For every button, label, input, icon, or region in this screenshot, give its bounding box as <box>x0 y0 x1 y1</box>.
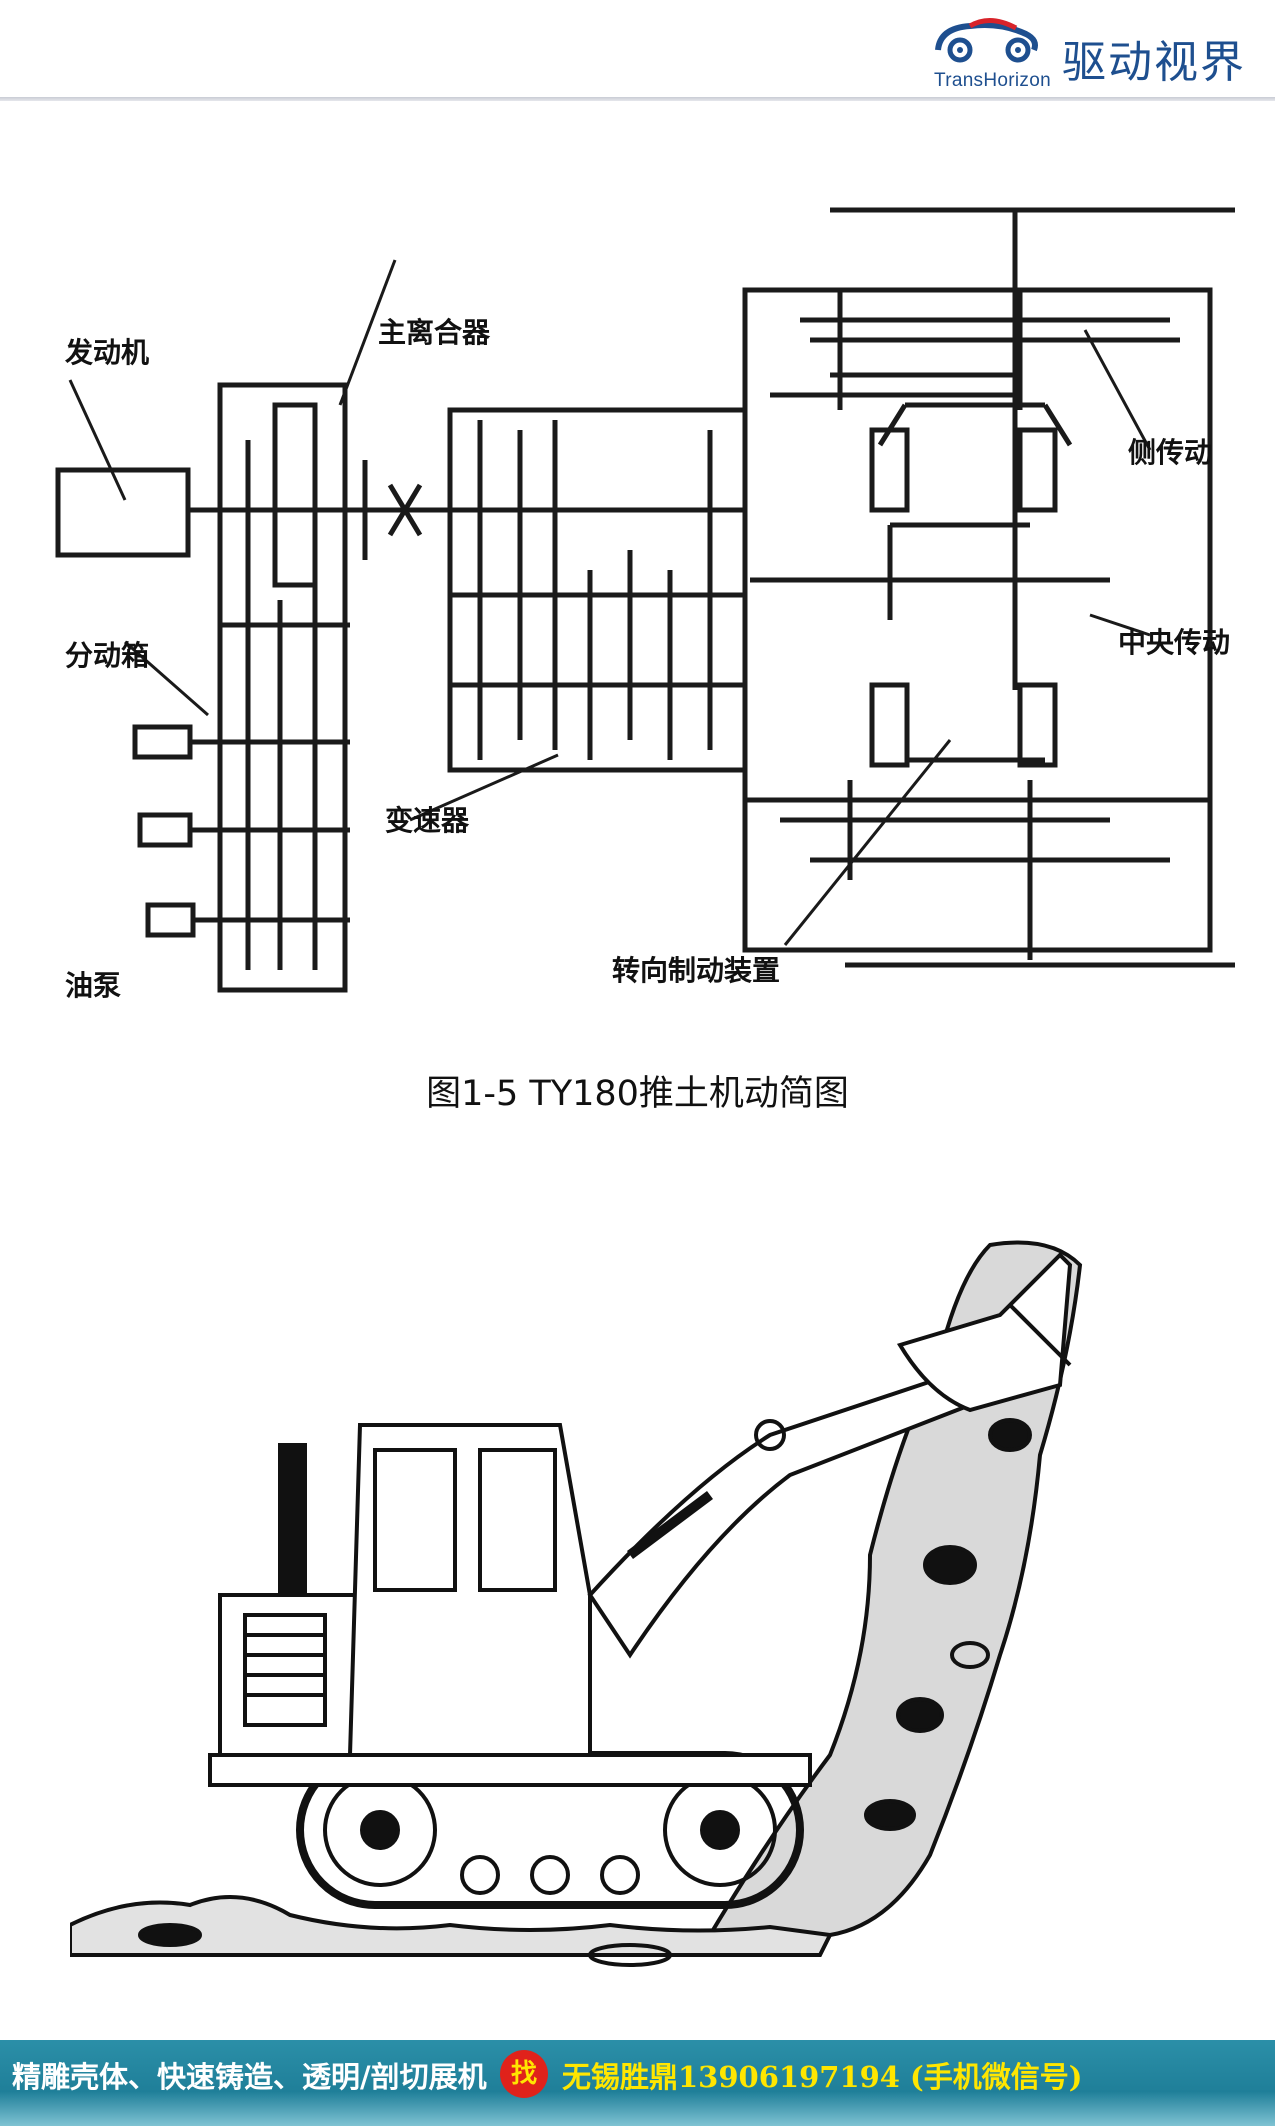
label-engine: 发动机 <box>64 336 149 369</box>
brand-logo[interactable]: TransHorizon 驱动视界 <box>930 12 1270 92</box>
oil-pump-1 <box>132 724 193 760</box>
loader-bucket <box>896 1252 1073 1413</box>
label-oil-pump: 油泵 <box>65 969 121 1002</box>
header-divider <box>0 97 1275 101</box>
brand-name-cn: 驱动视界 <box>1062 37 1246 88</box>
exhaust-stack <box>278 1443 307 1597</box>
right-brake <box>1017 682 1058 768</box>
label-transfer-case: 分动箱 <box>65 639 149 672</box>
label-steering-brake: 转向制动装置 <box>612 954 780 987</box>
crawler-loader-illustration <box>68 1235 1210 1975</box>
oil-pump-2 <box>137 812 193 848</box>
left-brake <box>869 682 910 768</box>
header: TransHorizon 驱动视界 <box>0 0 1275 100</box>
car-swirl-icon <box>935 18 1038 63</box>
main-clutch <box>272 402 318 588</box>
transfer-case-housing <box>217 382 348 993</box>
footer-banner: 精雕壳体、快速铸造、透明/剖切展机 找 无锡胜鼎13906197194 (手机微… <box>0 2040 1275 2126</box>
engine-box <box>55 467 191 558</box>
right-steering-clutch <box>1017 427 1058 513</box>
footer-contact[interactable]: 无锡胜鼎13906197194 (手机微信号) <box>562 2060 1083 2094</box>
crawler-loader-svg <box>68 1240 1083 1967</box>
label-main-clutch: 主离合器 <box>378 316 491 349</box>
left-steering-clutch <box>869 427 910 513</box>
oil-pump-3 <box>145 902 196 938</box>
figure-caption: 图1-5 TY180推土机动简图 <box>426 1074 849 1114</box>
transmission-housing <box>447 407 748 773</box>
rear-axle-housing <box>742 287 1213 953</box>
label-transmission: 变速器 <box>385 804 470 837</box>
label-central-drive: 中央传动 <box>1118 626 1230 659</box>
operator-cab <box>347 1423 592 1757</box>
footer-services: 精雕壳体、快速铸造、透明/剖切展机 <box>12 2060 487 2094</box>
brand-name-en: TransHorizon <box>934 70 1051 91</box>
find-badge: 找 <box>500 2050 548 2098</box>
label-side-drive: 侧传动 <box>1128 436 1212 469</box>
transmission-schematic: 发动机 主离合器 分动箱 油泵 变速器 侧传动 中央传动 转向制动装置 <box>10 180 1260 1030</box>
schematic-svg: 发动机 主离合器 分动箱 油泵 变速器 侧传动 中央传动 转向制动装置 <box>55 207 1235 1002</box>
